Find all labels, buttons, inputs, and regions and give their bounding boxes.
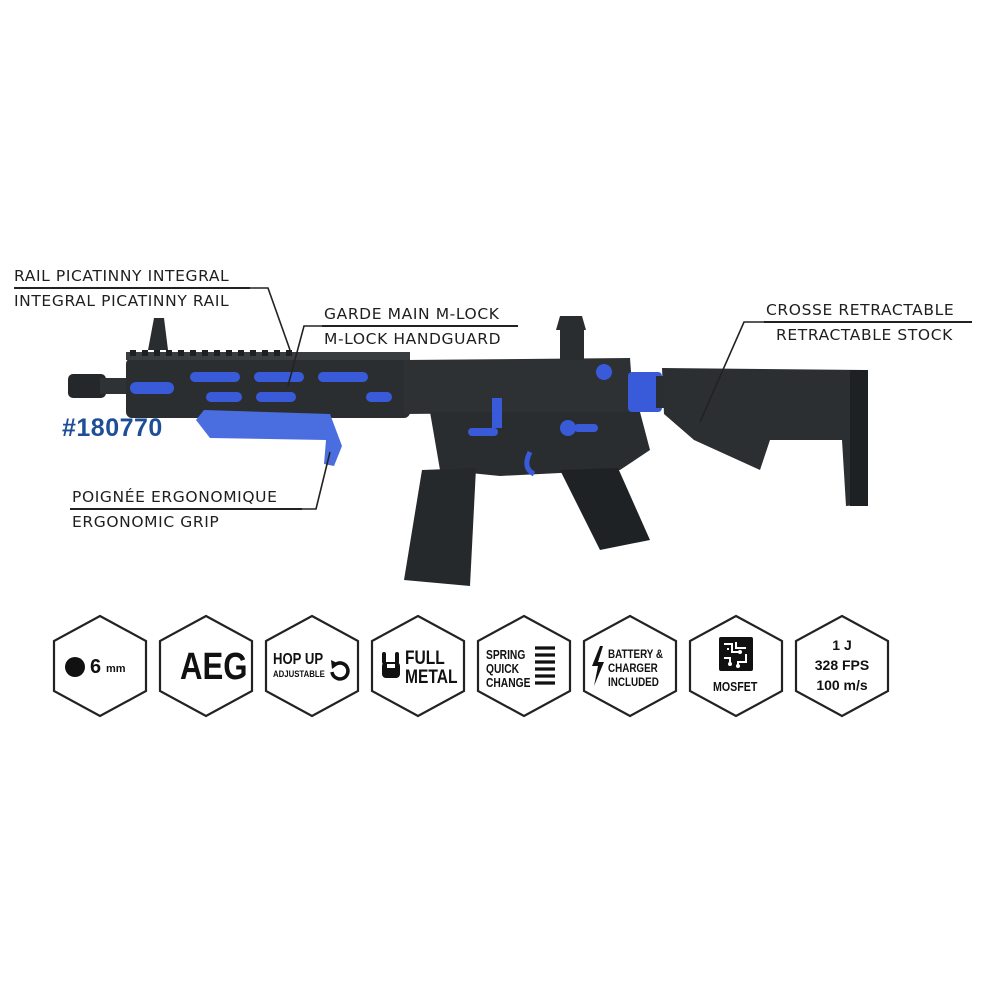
callout-grip-fr: POIGNÉE ERGONOMIQUE — [72, 488, 278, 506]
aeg-text: AEG — [180, 646, 248, 688]
ergonomic-grip — [196, 410, 342, 466]
callout-rail-en: INTEGRAL PICATINNY RAIL — [14, 292, 230, 310]
lightning-icon — [592, 646, 604, 686]
flash-hider — [68, 374, 106, 398]
retractable-stock — [662, 368, 868, 506]
power-joules: 1 J — [832, 637, 852, 653]
callout-rail-divider — [14, 287, 250, 289]
circuit-chip-icon — [719, 637, 753, 671]
callout-rail-fr: RAIL PICATINNY INTEGRAL — [14, 267, 230, 285]
leader-grip — [302, 451, 331, 510]
magazine — [404, 468, 476, 586]
m-lock-slots — [130, 372, 392, 402]
battery-line1: BATTERY & — [608, 647, 664, 661]
metal-hand-icon — [382, 652, 400, 678]
callout-stock-fr: CROSSE RETRACTABLE — [766, 301, 955, 319]
power-ms: 100 m/s — [816, 677, 868, 693]
front-sight — [148, 318, 168, 350]
callout-stock-en: RETRACTABLE STOCK — [776, 326, 953, 344]
spring-line1: SPRING — [486, 648, 526, 662]
badge-spring: SPRING QUICK CHANGE — [476, 614, 572, 718]
spring-line2: QUICK — [486, 662, 520, 676]
battery-line3: INCLUDED — [608, 675, 659, 689]
buffer-tube — [628, 372, 662, 412]
upper-receiver — [404, 358, 634, 414]
badge-aeg: AEG — [158, 614, 254, 718]
battery-line2: CHARGER — [608, 661, 658, 675]
hopup-line2: ADJUSTABLE — [273, 669, 325, 680]
badge-battery: BATTERY & CHARGER INCLUDED — [582, 614, 678, 718]
leader-lines — [250, 287, 764, 510]
leader-handguard — [287, 325, 322, 387]
hopup-line1: HOP UP — [273, 651, 324, 668]
rear-sight — [556, 316, 586, 330]
badge-full-metal: FULL METAL — [370, 614, 466, 718]
spring-line3: CHANGE — [486, 676, 531, 690]
leader-rail — [250, 287, 291, 351]
product-sku: #180770 — [62, 414, 163, 442]
callout-handguard-en: M-LOCK HANDGUARD — [324, 330, 502, 348]
mosfet-text: MOSFET — [713, 679, 758, 694]
picatinny-rail — [130, 350, 292, 356]
badge-power: 1 J 328 FPS 100 m/s — [794, 614, 890, 718]
badge-mosfet: MOSFET — [688, 614, 784, 718]
spring-icon — [535, 646, 555, 685]
metal-line2: METAL — [405, 667, 458, 688]
bb-dot-icon — [65, 657, 85, 677]
power-fps: 328 FPS — [814, 657, 870, 673]
callout-handguard-divider — [322, 325, 518, 327]
caliber-unit: mm — [106, 663, 126, 675]
badge-caliber: 6 mm — [52, 614, 148, 718]
trigger — [524, 450, 536, 477]
rotate-arrow-icon — [330, 660, 350, 681]
metal-line1: FULL — [405, 648, 445, 669]
callout-handguard-fr: GARDE MAIN M-LOCK — [324, 305, 500, 323]
callout-stock-divider — [764, 321, 972, 323]
callout-grip-divider — [70, 508, 302, 510]
pistol-grip — [560, 468, 650, 550]
badge-hopup: HOP UP ADJUSTABLE — [264, 614, 360, 718]
product-image — [68, 316, 868, 586]
caliber-value: 6 — [90, 656, 102, 678]
leader-stock — [699, 321, 764, 423]
callout-grip-en: ERGONOMIC GRIP — [72, 513, 220, 531]
